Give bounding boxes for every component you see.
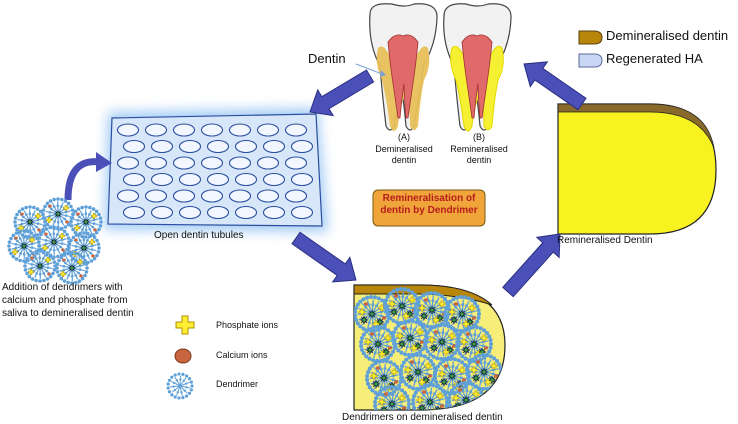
calcium-key-icon [174, 348, 192, 364]
legend-demineralised-label: Demineralised dentin [606, 28, 729, 43]
tooth-a-caption: Demineralised dentin [375, 144, 433, 165]
phosphate-key-icon [175, 315, 195, 335]
left-dendrimer-cluster [7, 197, 103, 285]
tubule-cells [116, 123, 314, 220]
dentin-tubules-block [104, 108, 328, 232]
legend-regenerated: Regenerated HA [606, 51, 703, 66]
addition-caption: Addition of dendrimers with calcium and … [2, 282, 134, 319]
tooth-a-tag: (A) [398, 132, 410, 142]
dentin-pointer-head [380, 70, 386, 77]
curved-arrow [64, 158, 101, 201]
dentin-pointer-line [355, 63, 383, 75]
tooth-b [443, 3, 512, 132]
remineralised-block [557, 103, 717, 235]
legend-demineralised-swatch [578, 30, 603, 45]
tubules-caption: Open dentin tubules [154, 230, 244, 241]
tooth-a [369, 3, 438, 131]
curved-arrow-head [96, 152, 112, 172]
tooth-b-tag: (B) [473, 132, 485, 142]
bottom-dentin-block [353, 284, 506, 411]
center-box-text: Remineralisation of dentin by Dendrimer [380, 193, 478, 216]
bottom-dendrimers [354, 286, 504, 410]
legend-regenerated-swatch [578, 53, 603, 68]
legend-regenerated-label: Regenerated HA [606, 51, 703, 66]
remineralised-block-body [557, 103, 717, 235]
tooth-b-caption: Remineralised dentin [450, 144, 508, 165]
dentin-label: Dentin [308, 51, 346, 66]
bottom-block-caption: Dendrimers on demineralised dentin [342, 412, 503, 423]
dendrimer-key-icon [166, 372, 194, 400]
legend-demineralised: Demineralised dentin [606, 28, 728, 43]
calcium-key-label: Calcium ions [216, 350, 268, 360]
right-block-caption: Remineralised Dentin [557, 235, 653, 246]
center-box [372, 189, 486, 227]
process-arrows [291, 61, 587, 298]
phosphate-key-label: Phosphate ions [216, 320, 279, 330]
dendrimer-key-label: Dendrimer [216, 379, 259, 389]
remineralised-block-top-layer [557, 103, 715, 149]
